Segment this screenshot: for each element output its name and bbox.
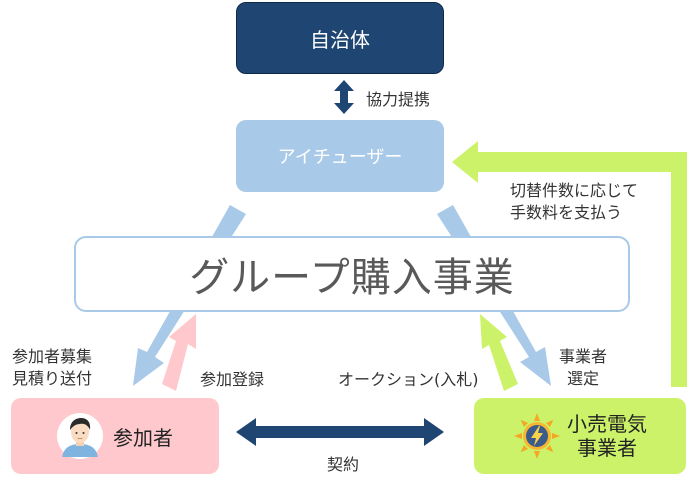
fee-text-line1: 切替件数に応じて — [510, 181, 639, 200]
group-purchase-label: グループ購入事業 — [189, 255, 515, 301]
local-government-node: 自治体 — [236, 2, 444, 74]
select-label: 事業者 選定 — [559, 346, 607, 389]
recruit-label: 参加者募集 見積り送付 — [12, 346, 92, 389]
auction-arrow — [480, 314, 518, 391]
recruit-text-line2: 見積り送付 — [12, 368, 93, 388]
contract-text: 契約 — [327, 455, 360, 474]
local-government-label: 自治体 — [310, 27, 370, 52]
ichigi-label: アイチューザー — [277, 147, 403, 168]
contract-arrow — [236, 418, 444, 446]
participant-node: 参加者 — [11, 398, 219, 474]
lightning-bolt-icon — [514, 413, 560, 459]
contract-label: 契約 — [327, 454, 359, 476]
auction-text: オークション(入札) — [338, 370, 479, 389]
fee-arrow — [452, 141, 687, 387]
retailer-node: 小売電気 事業者 — [474, 398, 686, 474]
participant-label: 参加者 — [113, 425, 173, 450]
register-label: 参加登録 — [200, 369, 264, 391]
recruit-text-line1: 参加者募集 — [12, 347, 93, 366]
cooperation-text: 協力提携 — [366, 90, 431, 109]
fee-label: 切替件数に応じて 手数料を支払う — [510, 180, 638, 223]
cooperation-arrow — [334, 80, 354, 114]
fee-text-line2: 手数料を支払う — [510, 202, 623, 222]
retailer-label-line1: 小売電気 — [567, 412, 647, 436]
ichigi-node: アイチューザー — [236, 120, 444, 192]
select-text-line1: 事業者 — [559, 347, 608, 366]
register-text: 参加登録 — [200, 370, 265, 389]
retailer-label: 小売電気 事業者 — [567, 412, 647, 460]
person-icon — [57, 413, 103, 459]
register-arrow — [162, 314, 196, 391]
cooperation-label: 協力提携 — [366, 89, 430, 111]
group-purchase-node: グループ購入事業 — [74, 236, 630, 312]
select-text-line2: 選定 — [567, 368, 600, 388]
retailer-label-line2: 事業者 — [577, 436, 637, 460]
auction-label: オークション(入札) — [338, 369, 479, 391]
